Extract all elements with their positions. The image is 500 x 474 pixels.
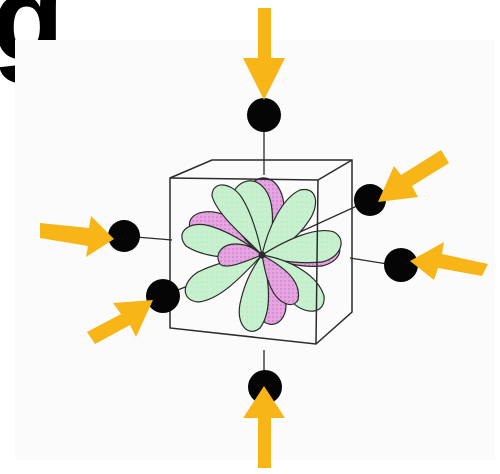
ligand-bottom bbox=[248, 370, 282, 404]
ligand-spheres bbox=[108, 98, 418, 404]
cube-frame bbox=[169, 159, 353, 345]
arrow-icon bbox=[87, 300, 153, 344]
d-orbital-lobe bbox=[211, 184, 264, 257]
ligand-front-left bbox=[146, 279, 180, 313]
approach-arrows bbox=[40, 8, 488, 468]
arrow-icon bbox=[40, 216, 114, 257]
ligand-right bbox=[384, 248, 418, 282]
d-orbital-lobe-group-green bbox=[181, 180, 342, 332]
ligand-back-right bbox=[354, 184, 386, 216]
arrow-icon bbox=[410, 242, 488, 280]
ligand-top bbox=[247, 98, 281, 132]
arrow-icon bbox=[378, 150, 449, 202]
d-orbital-lobe bbox=[238, 253, 270, 332]
ligand-left bbox=[108, 220, 140, 252]
d-orbital-lobe-front bbox=[217, 243, 300, 305]
arrow-icon bbox=[243, 386, 285, 468]
d-orbital-lobe bbox=[260, 230, 342, 264]
arrow-icon bbox=[243, 8, 285, 100]
